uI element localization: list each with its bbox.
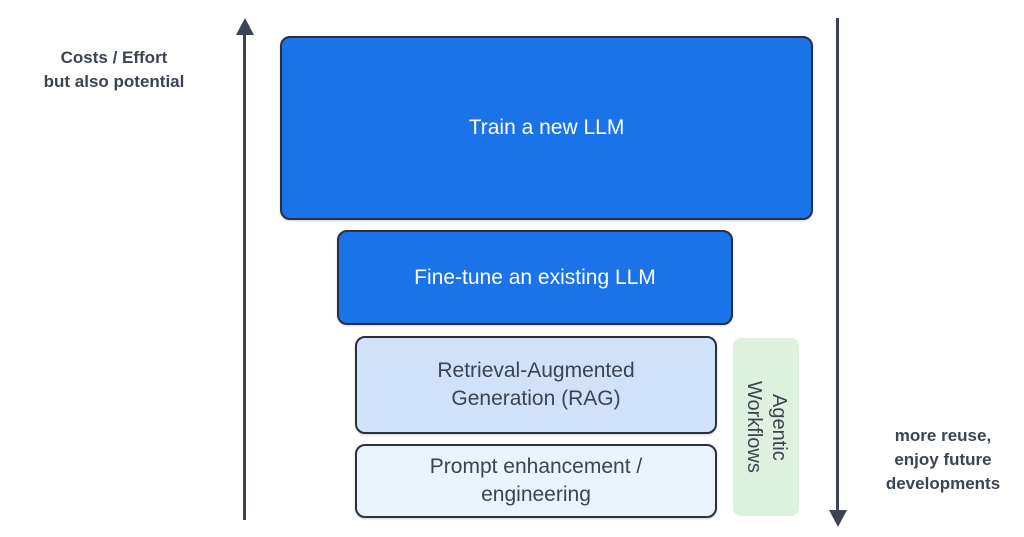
arrow-up-head (235, 18, 254, 35)
band-agentic-workflows[interactable]: Agentic Workflows (733, 338, 799, 516)
band-agentic-workflows-label: Agentic Workflows (743, 381, 790, 473)
bar-retrieval-augmented-generation[interactable]: Retrieval-Augmented Generation (RAG) (355, 336, 717, 434)
bar-prompt-enhancement-engineering[interactable]: Prompt enhancement / engineering (355, 444, 717, 518)
arrow-down-shaft (836, 18, 839, 510)
bar-fine-tune-existing-llm[interactable]: Fine-tune an existing LLM (337, 230, 733, 325)
bar-train-a-new-llm[interactable]: Train a new LLM (280, 36, 813, 220)
costs-effort-label: Costs / Effort but also potential (43, 48, 185, 91)
arrow-down-head (828, 510, 847, 527)
arrow-up-shaft (243, 32, 246, 520)
reuse-future-label: more reuse, enjoy future developments (885, 426, 1001, 493)
